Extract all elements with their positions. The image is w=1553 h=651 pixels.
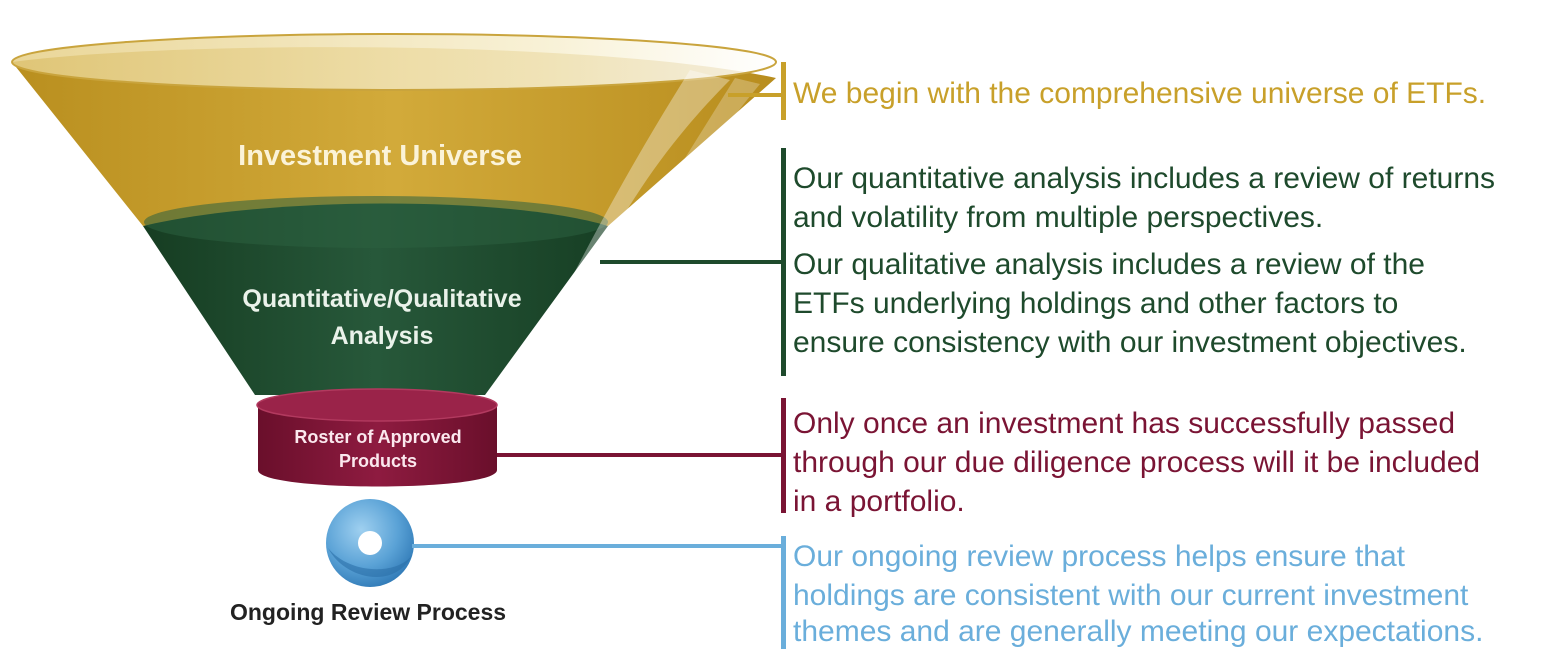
bar-roster (781, 398, 786, 513)
desc-review-line3: themes and are generally meeting our exp… (793, 615, 1484, 648)
desc-roster-line3: in a portfolio. (793, 485, 965, 518)
label-investment-universe: Investment Universe (238, 140, 522, 172)
desc-qual-line3: ensure consistency with our investment o… (793, 326, 1467, 359)
funnel-stage-roster (258, 405, 497, 487)
desc-quant-line2: and volatility from multiple perspective… (793, 201, 1324, 234)
desc-qual-line1: Our qualitative analysis includes a revi… (793, 248, 1425, 281)
desc-review-line2: holdings are consistent with our current… (793, 579, 1469, 612)
bar-universe (781, 62, 786, 120)
desc-universe: We begin with the comprehensive universe… (793, 77, 1487, 110)
desc-roster-line1: Only once an investment has successfully… (793, 407, 1456, 440)
funnel-stage-universe (12, 47, 776, 227)
label-analysis-line1: Quantitative/Qualitative (242, 285, 521, 313)
label-roster-line2: Products (339, 451, 417, 471)
label-analysis-line2: Analysis (331, 322, 434, 350)
label-roster-line1: Roster of Approved (294, 427, 461, 447)
bar-review (781, 536, 786, 649)
bar-analysis (781, 148, 786, 376)
review-disc-icon (326, 499, 414, 587)
funnel-rim (12, 34, 776, 90)
desc-qual-line2: ETFs underlying holdings and other facto… (793, 287, 1399, 320)
label-ongoing-review: Ongoing Review Process (230, 599, 506, 625)
desc-review-line1: Our ongoing review process helps ensure … (793, 540, 1406, 573)
desc-quant-line1: Our quantitative analysis includes a rev… (793, 162, 1496, 195)
desc-roster-line2: through our due diligence process will i… (793, 446, 1481, 479)
funnel-stage-analysis (143, 203, 608, 395)
funnel-highlight (540, 70, 730, 340)
